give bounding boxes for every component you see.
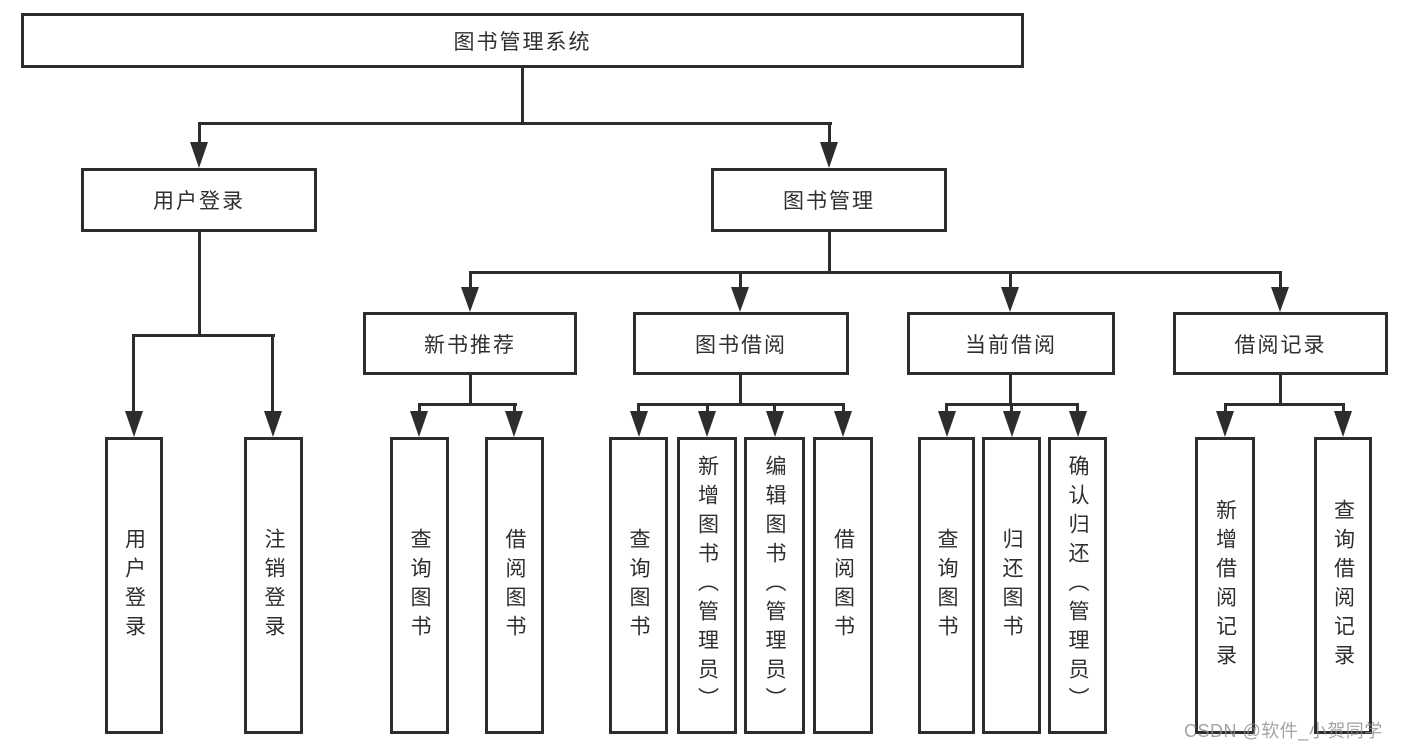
- connector-leaf-stem: [1076, 403, 1079, 414]
- leaf-logout: 注销登录: [244, 437, 303, 734]
- node-root-label: 图书管理系统: [453, 30, 592, 54]
- arrow-down-icon: [1001, 287, 1019, 312]
- leaf-borrow-add-label: 新增图书（管理员）: [695, 455, 719, 716]
- arrow-down-icon: [190, 142, 208, 168]
- connector-leaf-stem: [945, 403, 948, 414]
- connector-root-bar: [198, 122, 832, 125]
- leaf-current-confirm: 确认归还（管理员）: [1048, 437, 1107, 734]
- arrow-down-icon: [766, 411, 784, 437]
- node-current-borrow-label: 当前借阅: [965, 333, 1057, 357]
- leaf-newbook-query-label: 查询图书: [408, 527, 431, 644]
- leaf-records-add: 新增借阅记录: [1195, 437, 1255, 734]
- arrow-down-icon: [410, 411, 428, 437]
- arrow-down-icon: [1334, 411, 1352, 437]
- connector-bookborrow-bar: [637, 403, 845, 406]
- connector-newbook-bar: [418, 403, 517, 406]
- node-current-borrow: 当前借阅: [907, 312, 1115, 375]
- node-new-book-rec: 新书推荐: [363, 312, 577, 375]
- arrow-down-icon: [731, 287, 749, 312]
- leaf-current-return: 归还图书: [982, 437, 1041, 734]
- connector-newbook-down: [469, 375, 472, 406]
- leaf-newbook-borrow: 借阅图书: [485, 437, 544, 734]
- connector-logout-stem: [271, 334, 274, 413]
- connector-leaf-stem: [773, 403, 776, 414]
- connector-leaf-stem: [706, 403, 709, 414]
- node-user-login-label: 用户登录: [153, 190, 245, 213]
- node-book-mgmt-label: 图书管理: [783, 190, 875, 213]
- arrow-down-icon: [820, 142, 838, 168]
- leaf-current-confirm-label: 确认归还（管理员）: [1066, 455, 1089, 716]
- leaf-login: 用户登录: [105, 437, 163, 734]
- connector-leaf-stem: [418, 403, 421, 414]
- connector-leaf-stem: [1010, 403, 1013, 414]
- connector-newbook-stem: [469, 271, 472, 287]
- leaf-records-add-label: 新增借阅记录: [1213, 498, 1237, 673]
- arrow-down-icon: [938, 411, 956, 437]
- connector-leaf-stem: [842, 403, 845, 414]
- connector-borrowrecords-stem: [1279, 271, 1282, 287]
- leaf-current-query-label: 查询图书: [935, 527, 958, 644]
- node-book-borrow-label: 图书借阅: [695, 333, 787, 357]
- connector-borrowrecords-bar: [1224, 403, 1345, 406]
- connector-book-mgmt-stem: [828, 122, 831, 146]
- leaf-records-query: 查询借阅记录: [1314, 437, 1372, 734]
- arrow-down-icon: [1069, 411, 1087, 437]
- arrow-down-icon: [125, 411, 143, 437]
- node-new-book-rec-label: 新书推荐: [424, 333, 516, 357]
- connector-leaf-stem: [1342, 403, 1345, 414]
- connector-level3-bar: [469, 271, 1282, 274]
- connector-bookborrow-down: [739, 375, 742, 406]
- connector-userlogin-bar: [132, 334, 275, 337]
- connector-userlogin-down: [198, 232, 201, 337]
- connector-leaf-stem: [637, 403, 640, 414]
- leaf-current-query: 查询图书: [918, 437, 975, 734]
- arrow-down-icon: [1216, 411, 1234, 437]
- node-book-mgmt: 图书管理: [711, 168, 947, 232]
- leaf-borrow-borrow: 借阅图书: [813, 437, 873, 734]
- arrow-down-icon: [505, 411, 523, 437]
- leaf-newbook-query: 查询图书: [390, 437, 449, 734]
- connector-login-stem: [132, 334, 135, 413]
- leaf-newbook-borrow-label: 借阅图书: [503, 527, 526, 644]
- arrow-down-icon: [461, 287, 479, 312]
- node-book-borrow: 图书借阅: [633, 312, 849, 375]
- connector-currentborrow-stem: [1009, 271, 1012, 287]
- leaf-borrow-edit: 编辑图书（管理员）: [744, 437, 805, 734]
- arrow-down-icon: [698, 411, 716, 437]
- leaf-records-query-label: 查询借阅记录: [1331, 498, 1355, 673]
- leaf-borrow-edit-label: 编辑图书（管理员）: [763, 455, 786, 716]
- connector-bookborrow-stem: [739, 271, 742, 287]
- node-user-login: 用户登录: [81, 168, 317, 232]
- leaf-login-label: 用户登录: [122, 527, 146, 644]
- node-borrow-records-label: 借阅记录: [1234, 333, 1327, 357]
- leaf-borrow-query-label: 查询图书: [627, 527, 650, 644]
- leaf-logout-label: 注销登录: [262, 527, 285, 644]
- node-root: 图书管理系统: [21, 13, 1024, 68]
- connector-bookmgmt-down: [828, 232, 831, 274]
- connector-borrowrecords-down: [1279, 375, 1282, 406]
- arrow-down-icon: [264, 411, 282, 437]
- arrow-down-icon: [834, 411, 852, 437]
- arrow-down-icon: [1271, 287, 1289, 312]
- csdn-watermark: CSDN @软件_小贺同学: [1184, 721, 1383, 741]
- node-borrow-records: 借阅记录: [1173, 312, 1388, 375]
- arrow-down-icon: [630, 411, 648, 437]
- connector-leaf-stem: [1224, 403, 1227, 414]
- connector-leaf-stem: [513, 403, 516, 414]
- connector-root-stem: [521, 67, 524, 125]
- leaf-borrow-query: 查询图书: [609, 437, 668, 734]
- connector-user-login-stem: [198, 122, 201, 146]
- leaf-borrow-borrow-label: 借阅图书: [831, 527, 855, 644]
- leaf-borrow-add: 新增图书（管理员）: [677, 437, 737, 734]
- arrow-down-icon: [1003, 411, 1021, 437]
- leaf-current-return-label: 归还图书: [1000, 527, 1023, 644]
- connector-currentborrow-down: [1009, 375, 1012, 406]
